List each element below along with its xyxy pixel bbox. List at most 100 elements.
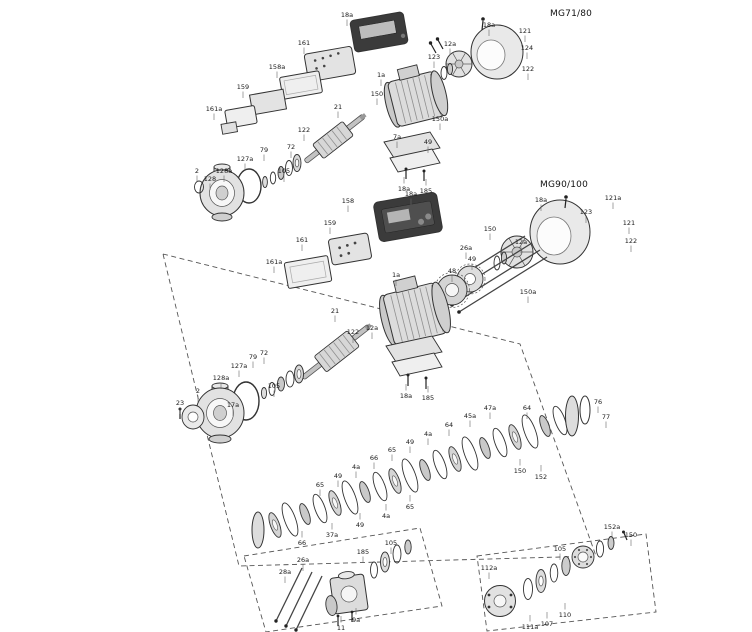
part-label-26a: 26a xyxy=(460,244,472,252)
small-box xyxy=(248,88,288,116)
motor-body-mg71 xyxy=(383,64,449,128)
stack-part xyxy=(552,405,568,436)
part-label-150: 150 xyxy=(514,467,526,475)
part-label-105: 105 xyxy=(268,382,280,390)
stack-part xyxy=(479,437,491,459)
title-mg71-80: MG71/80 xyxy=(550,9,592,19)
part-label-161: 161 xyxy=(296,236,308,244)
part-label-127a: 127a xyxy=(231,362,247,370)
pump-head-mg90 xyxy=(178,382,245,444)
part-label-26a: 26a xyxy=(297,556,309,564)
stack-part xyxy=(299,503,311,525)
part-label-21: 21 xyxy=(331,307,339,315)
part-label-79: 79 xyxy=(260,146,268,154)
part-label-128: 128 xyxy=(204,175,216,183)
part-label-159: 159 xyxy=(324,219,336,227)
part-label-124: 124 xyxy=(521,44,533,52)
part-label-2: 2 xyxy=(195,167,199,175)
part-label-79: 79 xyxy=(249,353,257,361)
stack-part xyxy=(312,493,328,524)
stack-part-hub xyxy=(332,497,338,509)
part-label-64: 64 xyxy=(445,421,453,429)
part-label-45a: 45a xyxy=(464,412,476,420)
part-label-123: 123 xyxy=(580,208,592,216)
part-label-64: 64 xyxy=(523,404,531,412)
part-label-66: 66 xyxy=(370,454,378,462)
part-label-12a: 12a xyxy=(366,324,378,332)
part-label-128a: 128a xyxy=(213,374,229,382)
stack-part-hub xyxy=(272,519,278,531)
part-label-47a: 47a xyxy=(484,404,496,412)
part-label-159: 159 xyxy=(237,83,249,91)
part-label-49: 49 xyxy=(334,472,342,480)
base-plates-mg71 xyxy=(383,131,441,181)
control-cover-box xyxy=(373,192,443,242)
part-label-49: 49 xyxy=(356,521,364,529)
stack-part xyxy=(359,481,371,503)
stack-part-hub xyxy=(452,453,458,465)
stack-part xyxy=(492,427,508,458)
part-label-127a: 127a xyxy=(237,155,253,163)
part-label-28a: 28a xyxy=(279,568,291,576)
assembly-mg71-80 xyxy=(194,11,524,222)
part-label-72: 72 xyxy=(260,349,268,357)
part-label-150a: 150a xyxy=(520,288,536,296)
stack-part xyxy=(281,502,299,537)
part-label-161a: 161a xyxy=(206,105,222,113)
part-label-76: 76 xyxy=(594,398,602,406)
part-label-121a: 121a xyxy=(605,194,621,202)
seal-bearing-cluster xyxy=(484,530,628,617)
kit-outline-main xyxy=(162,253,597,567)
part-label-128a: 128a xyxy=(216,167,232,175)
part-label-65: 65 xyxy=(388,446,396,454)
terminal-cover-stack xyxy=(220,11,409,135)
bearing-washer-chain-mg71 xyxy=(262,154,302,188)
part-label-37a: 37a xyxy=(326,531,338,539)
part-label-18a: 18a xyxy=(483,21,495,29)
part-label-185: 185 xyxy=(422,394,434,402)
stack-part xyxy=(341,480,359,515)
part-label-18a: 18a xyxy=(398,185,410,193)
part-label-4a: 4a xyxy=(382,512,390,520)
part-label-18a: 18a xyxy=(405,190,417,198)
shaft-rotor-mg71 xyxy=(304,113,367,164)
capacitor-box xyxy=(220,105,258,135)
part-label-1a: 1a xyxy=(392,271,400,279)
part-label-150: 150 xyxy=(625,531,637,539)
part-label-23: 23 xyxy=(176,399,184,407)
labels-layer: 18a161158a159161a1a15012312a18a121124122… xyxy=(176,11,637,632)
part-label-77: 77 xyxy=(602,413,610,421)
part-label-158: 158 xyxy=(342,197,354,205)
part-label-18a: 18a xyxy=(400,392,412,400)
stack-part xyxy=(419,459,431,481)
part-label-122: 122 xyxy=(625,237,637,245)
part-label-123: 123 xyxy=(428,53,440,61)
part-label-49: 49 xyxy=(406,438,414,446)
part-label-49: 49 xyxy=(424,138,432,146)
stack-part-hub xyxy=(392,475,398,487)
stack-part xyxy=(432,449,448,480)
part-label-185: 185 xyxy=(357,548,369,556)
terminal-cover-stack-mg90 xyxy=(283,192,443,289)
part-label-121: 121 xyxy=(519,27,531,35)
part-label-65: 65 xyxy=(406,503,414,511)
part-label-12a: 12a xyxy=(515,238,527,246)
part-label-152: 152 xyxy=(535,473,547,481)
part-label-66: 66 xyxy=(298,539,306,547)
chamber-stack-ends xyxy=(251,395,591,549)
stack-part xyxy=(401,458,419,493)
part-label-161a: 161a xyxy=(266,258,282,266)
base-plates-mg90 xyxy=(385,335,443,389)
part-label-7a: 7a xyxy=(393,133,401,141)
stack-part xyxy=(539,415,551,437)
part-label-4a: 4a xyxy=(424,430,432,438)
assembly-mg90-100 xyxy=(178,192,591,444)
part-label-105: 105 xyxy=(385,539,397,547)
terminal-box-mg90 xyxy=(328,232,372,266)
part-label-105: 105 xyxy=(278,167,290,175)
part-label-107: 107 xyxy=(541,620,553,628)
kit-outline-bottom-right xyxy=(476,533,657,632)
part-label-21: 21 xyxy=(334,103,342,111)
bearing-washer-chain-mg90 xyxy=(260,364,304,399)
